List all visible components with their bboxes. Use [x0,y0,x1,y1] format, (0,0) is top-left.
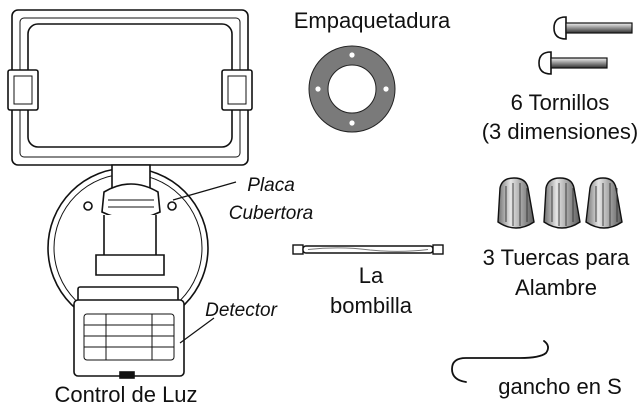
bulb-label-line2: bombilla [330,293,413,318]
light-control-illustration [73,286,185,379]
lamp-head-illustration [7,9,253,166]
cover-plate-label-line2: Cubertora [229,203,314,224]
wire-nut-illustration-3 [585,177,623,229]
wire-nuts-label-line1: 3 Tuercas para [483,245,631,270]
screw-illustration-1 [553,16,633,40]
wire-nut-illustration-2 [543,177,581,229]
bulb-illustration [292,244,444,255]
light-control-label: Control de Luz [54,382,197,407]
wire-nut-illustration-1 [497,177,535,229]
screws-label-line1: 6 Tornillos [511,90,610,115]
cover-plate-label-line1: Placa [247,175,295,196]
wire-nuts-label-line2: Alambre [515,275,597,300]
gasket-illustration [308,45,396,133]
swivel-neck-illustration [95,164,165,276]
light-fixture-illustration [7,9,253,379]
screws-label-line2: (3 dimensiones) [482,119,639,144]
bulb-label-line1: La [359,263,384,288]
s-hook-label: gancho en S [498,374,622,399]
s-hook-illustration [451,340,549,383]
gasket-label: Empaquetadura [294,8,451,33]
screw-illustration-2 [538,51,608,75]
detector-label: Detector [205,300,277,321]
